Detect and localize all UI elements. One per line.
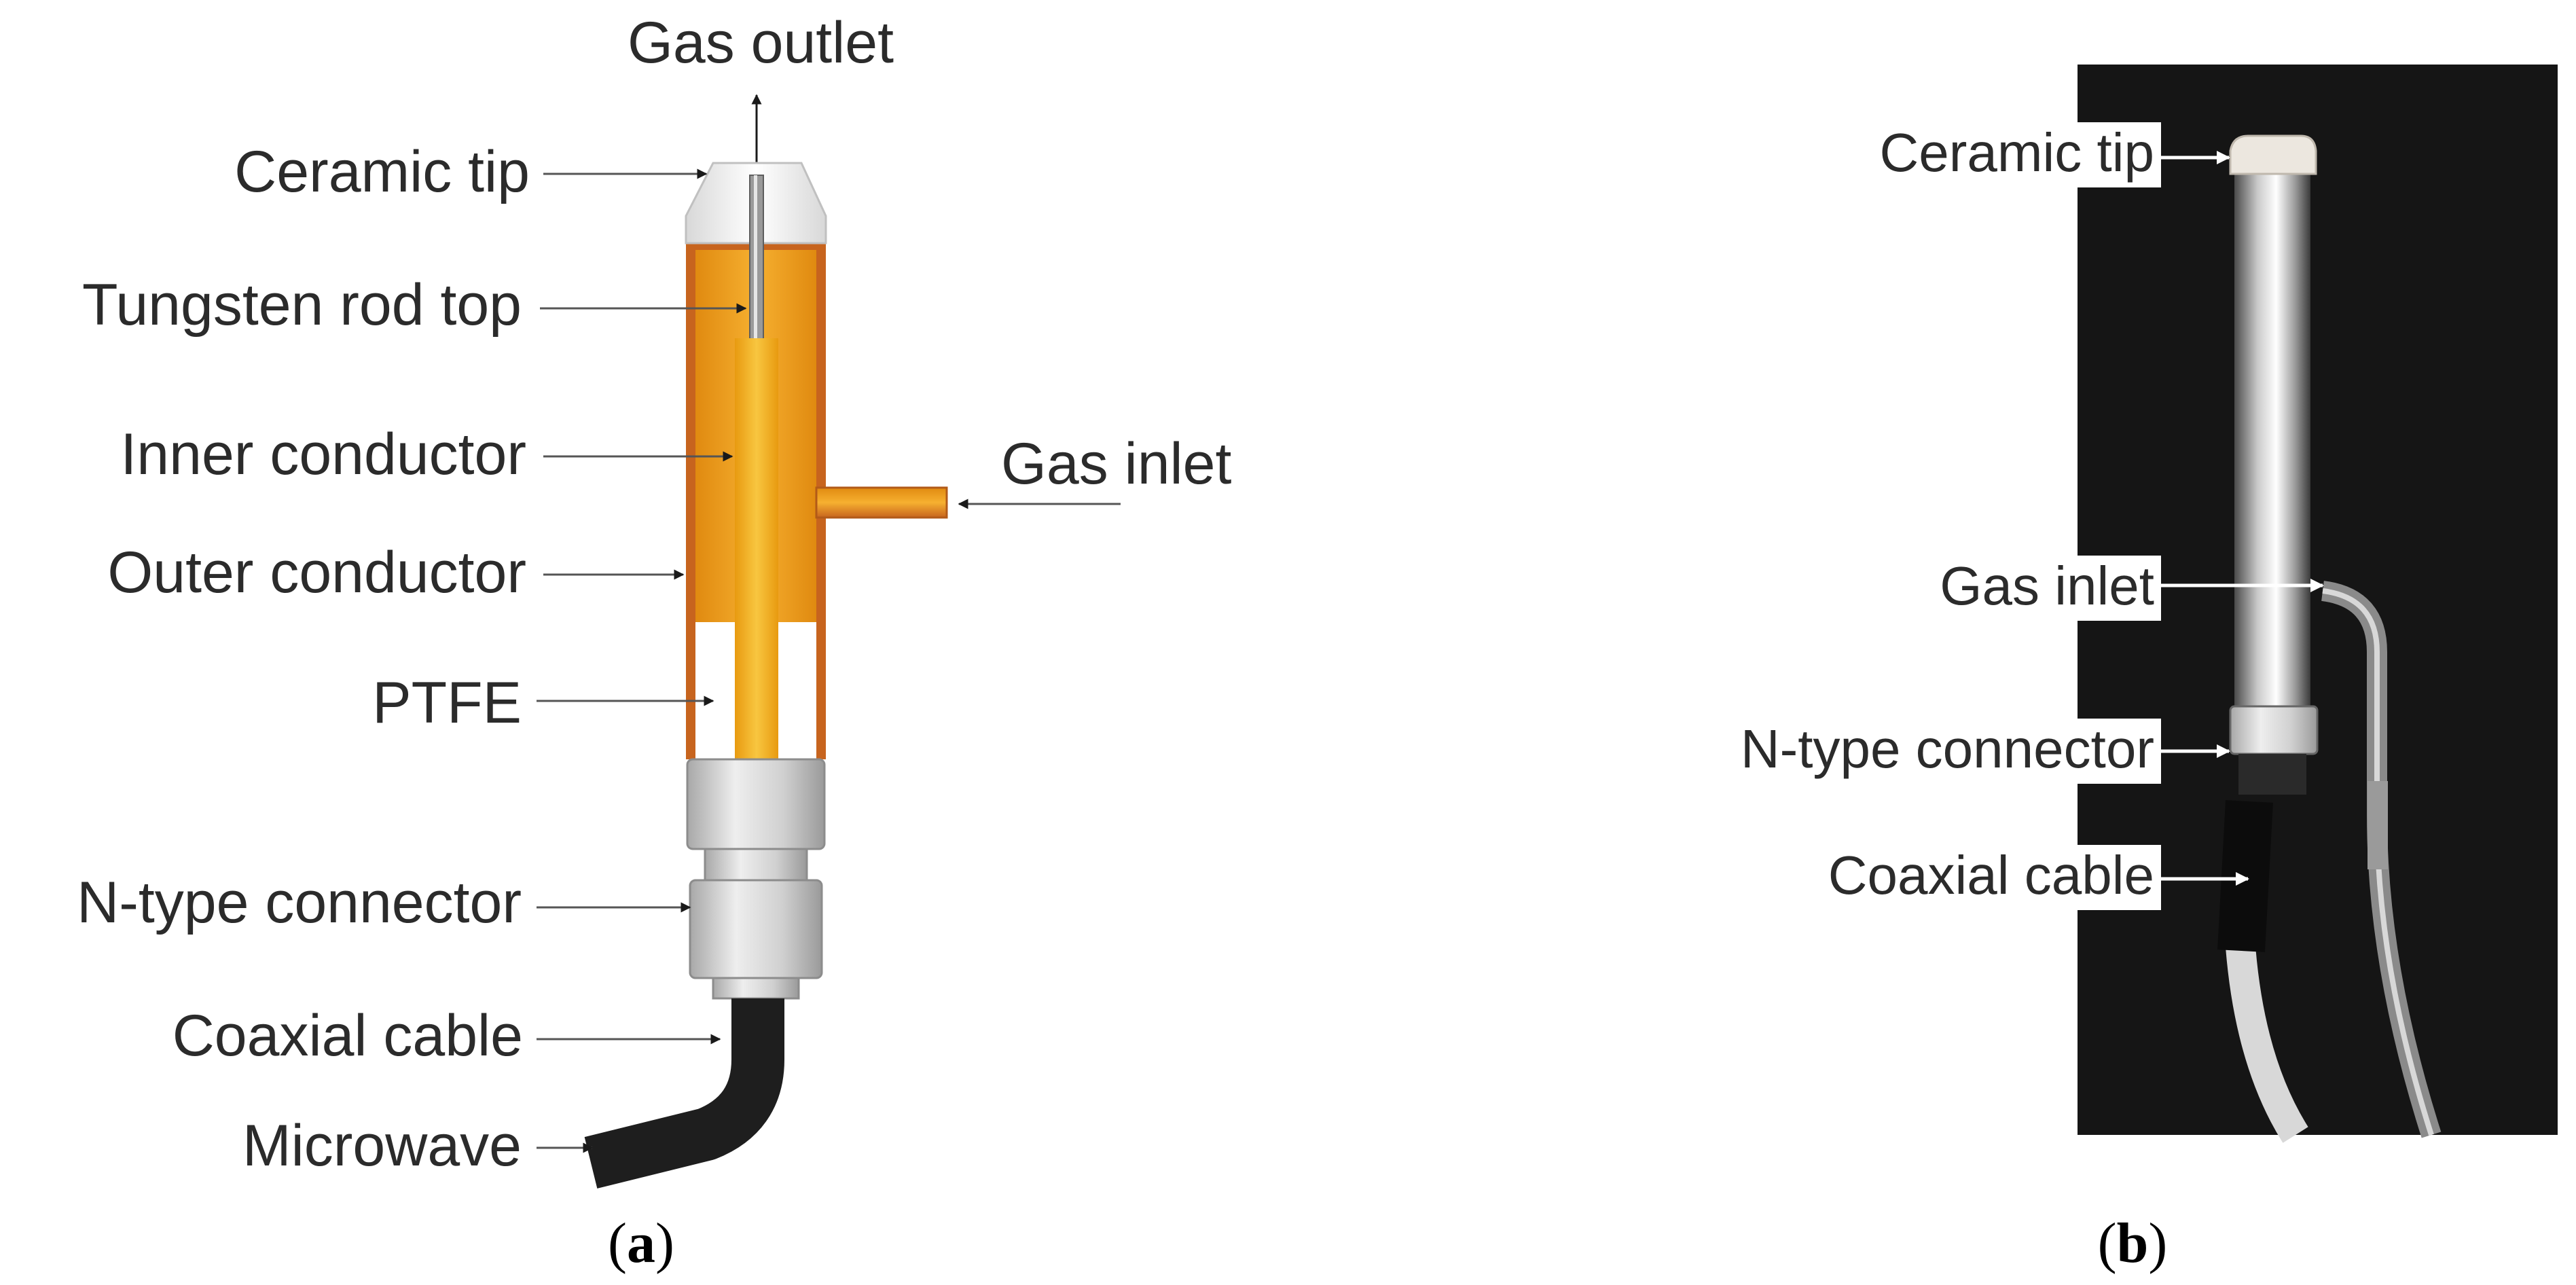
n-connector-upper (686, 758, 826, 850)
photo-label-coaxial-cable: Coaxial cable (1828, 845, 2154, 905)
label-inner-conductor: Inner conductor (120, 422, 526, 487)
tungsten-rod-highlight (754, 175, 757, 345)
coaxial-cable-shape (584, 998, 784, 1189)
photo-connector-base (2238, 754, 2306, 795)
panel-b: Ceramic tip Gas inlet N-type connector C… (1691, 65, 2558, 1275)
photo-tube-sleeve (2368, 781, 2388, 869)
caption-b: (b) (2098, 1212, 2168, 1275)
panel-a: Gas outlet Ceramic tip Tungsten rod top … (77, 10, 1231, 1275)
n-connector-neck (704, 848, 808, 882)
photo-label-box-connector (1691, 719, 2161, 784)
photo-label-box-cable (1790, 845, 2161, 910)
gas-inlet-pipe (815, 486, 948, 519)
photo-ceramic-tip (2229, 134, 2317, 175)
label-ptfe: PTFE (372, 670, 522, 736)
photo-label-ceramic-tip: Ceramic tip (1879, 122, 2154, 183)
photo-white-cable (2225, 936, 2308, 1143)
photo-label-gas-inlet: Gas inlet (1940, 556, 2154, 616)
photo-label-n-type-connector: N-type connector (1741, 719, 2154, 779)
n-connector-tail (712, 977, 800, 1000)
label-gas-outlet: Gas outlet (628, 10, 894, 75)
label-microwave: Microwave (242, 1113, 522, 1178)
caption-a: (a) (608, 1212, 674, 1275)
photo-black-cable (2217, 800, 2273, 952)
photo-n-connector (2229, 705, 2319, 755)
label-ceramic-tip: Ceramic tip (234, 139, 530, 204)
label-outer-conductor: Outer conductor (107, 540, 526, 605)
label-tungsten-rod-top: Tungsten rod top (82, 272, 522, 338)
photo-label-box-gas-inlet (1908, 556, 2161, 621)
photo-label-box-ceramic (1866, 122, 2161, 187)
n-connector-lower (689, 879, 823, 979)
label-gas-inlet: Gas inlet (1001, 431, 1231, 496)
inner-conductor (735, 338, 778, 759)
label-coaxial-cable: Coaxial cable (173, 1003, 523, 1068)
photo-metal-tube (2234, 170, 2310, 734)
label-n-type-connector: N-type connector (77, 870, 522, 935)
